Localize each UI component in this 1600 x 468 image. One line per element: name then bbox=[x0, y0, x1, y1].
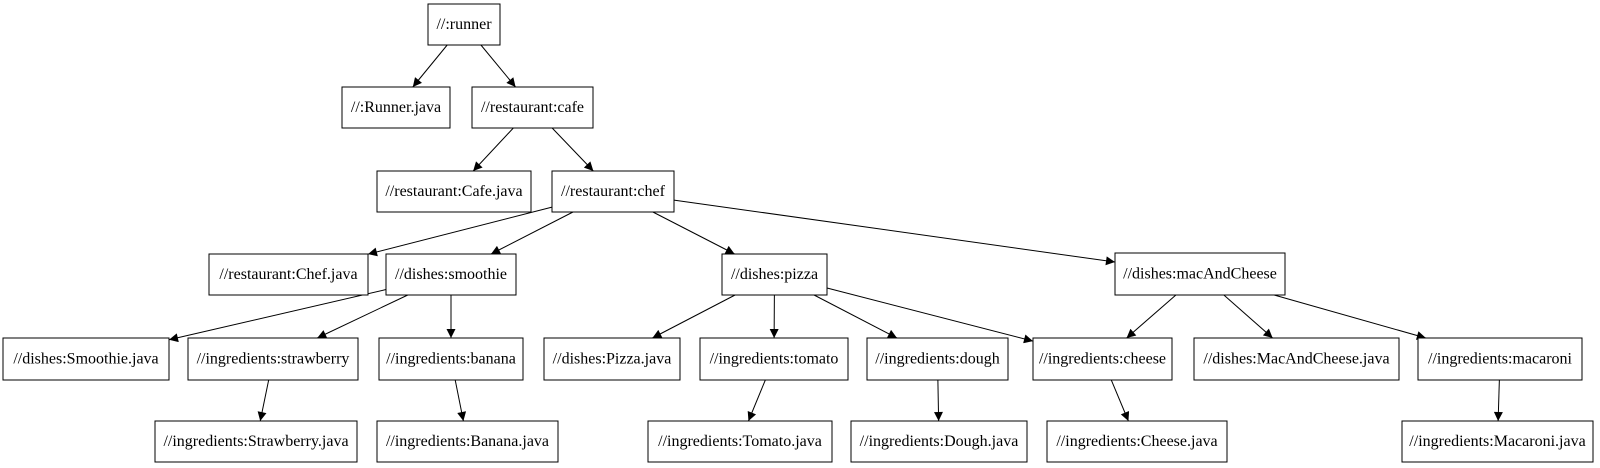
graph-node-chef: //restaurant:chef bbox=[551, 170, 675, 213]
node-label: //ingredients:tomato bbox=[710, 351, 839, 368]
node-box bbox=[187, 337, 359, 381]
node-box bbox=[850, 420, 1028, 463]
edge-pizza-to-dough bbox=[813, 294, 898, 339]
graph-node-cafe: //restaurant:cafe bbox=[471, 86, 594, 129]
node-box bbox=[1114, 252, 1286, 296]
node-box bbox=[341, 86, 451, 129]
node-label: //ingredients:Macaroni.java bbox=[1409, 433, 1585, 450]
edge-pizza-to-cheese bbox=[826, 287, 1034, 344]
node-box bbox=[376, 170, 532, 213]
graph-node-mac_and_cheese_java: //dishes:MacAndCheese.java bbox=[1193, 337, 1400, 381]
graph-node-chef_java: //restaurant:Chef.java bbox=[208, 253, 369, 296]
edge-macaroni-to-macaroni_java bbox=[1493, 379, 1503, 422]
node-label: //dishes:pizza bbox=[731, 266, 818, 283]
edge-chef-to-pizza bbox=[652, 211, 735, 255]
node-label: //ingredients:Dough.java bbox=[860, 433, 1019, 450]
node-box bbox=[866, 337, 1009, 381]
graph-node-mac_and_cheese: //dishes:macAndCheese bbox=[1114, 252, 1286, 296]
node-box bbox=[385, 253, 517, 296]
graph-node-smoothie: //dishes:smoothie bbox=[385, 253, 517, 296]
graph-node-pizza_java: //dishes:Pizza.java bbox=[543, 337, 681, 381]
node-box bbox=[1193, 337, 1400, 381]
node-label: //dishes:Pizza.java bbox=[553, 351, 672, 368]
node-label: //dishes:Smoothie.java bbox=[13, 351, 158, 368]
node-box bbox=[427, 3, 501, 46]
node-box bbox=[543, 337, 681, 381]
edge-cafe-to-cafe_java bbox=[472, 127, 514, 172]
graph-node-tomato: //ingredients:tomato bbox=[699, 337, 849, 381]
nodes-layer: //:runner //:Runner.java //restaurant:cafe… bbox=[2, 3, 1594, 463]
graph-node-cafe_java: //restaurant:Cafe.java bbox=[376, 170, 532, 213]
graph-node-strawberry_java: //ingredients:Strawberry.java bbox=[154, 420, 358, 463]
edge-chef-to-mac_and_cheese bbox=[673, 199, 1116, 266]
graph-node-macaroni: //ingredients:macaroni bbox=[1417, 337, 1583, 381]
node-label: //ingredients:strawberry bbox=[197, 351, 350, 368]
edge-chef-to-smoothie bbox=[490, 211, 574, 255]
node-label: //ingredients:dough bbox=[875, 351, 999, 368]
edge-runner-to-runner_java bbox=[412, 44, 448, 88]
edge-smoothie-to-smoothie_java bbox=[168, 289, 387, 343]
node-label: //restaurant:Cafe.java bbox=[385, 183, 522, 200]
node-box bbox=[1046, 420, 1228, 463]
node-label: //restaurant:cafe bbox=[481, 99, 584, 116]
graph-node-macaroni_java: //ingredients:Macaroni.java bbox=[1401, 420, 1594, 463]
node-box bbox=[471, 86, 594, 129]
graph-node-cheese: //ingredients:cheese bbox=[1032, 337, 1173, 381]
node-box bbox=[1032, 337, 1173, 381]
node-label: //:runner bbox=[436, 16, 492, 33]
graph-node-pizza: //dishes:pizza bbox=[721, 253, 828, 296]
node-box bbox=[378, 337, 524, 381]
node-box bbox=[1417, 337, 1583, 381]
node-label: //dishes:smoothie bbox=[395, 266, 507, 283]
edge-banana-to-banana_java bbox=[454, 379, 467, 422]
node-label: //dishes:MacAndCheese.java bbox=[1203, 351, 1389, 368]
node-label: //ingredients:macaroni bbox=[1428, 351, 1573, 368]
edge-pizza-to-pizza_java bbox=[652, 294, 736, 339]
graph-node-cheese_java: //ingredients:Cheese.java bbox=[1046, 420, 1228, 463]
edge-strawberry-to-strawberry_java bbox=[257, 379, 270, 422]
edge-smoothie-to-strawberry bbox=[317, 294, 409, 339]
node-box bbox=[551, 170, 675, 213]
node-box bbox=[2, 337, 170, 381]
edges-layer bbox=[168, 44, 1503, 422]
graph-node-banana_java: //ingredients:Banana.java bbox=[376, 420, 559, 463]
node-box bbox=[208, 253, 369, 296]
node-label: //ingredients:banana bbox=[386, 351, 516, 368]
node-box bbox=[376, 420, 559, 463]
edge-dough-to-dough_java bbox=[933, 379, 943, 422]
node-label: //dishes:macAndCheese bbox=[1123, 266, 1277, 283]
node-box bbox=[1401, 420, 1594, 463]
edge-runner-to-cafe bbox=[480, 44, 516, 88]
graph-node-banana: //ingredients:banana bbox=[378, 337, 524, 381]
edge-mac_and_cheese-to-mac_and_cheese_java bbox=[1223, 294, 1273, 339]
edge-chef-to-chef_java bbox=[367, 206, 553, 257]
graph-node-dough: //ingredients:dough bbox=[866, 337, 1009, 381]
edge-mac_and_cheese-to-cheese bbox=[1126, 294, 1177, 339]
edge-cheese-to-cheese_java bbox=[1110, 379, 1130, 422]
node-label: //ingredients:Cheese.java bbox=[1056, 433, 1217, 450]
node-label: //:Runner.java bbox=[351, 99, 441, 116]
graph-node-tomato_java: //ingredients:Tomato.java bbox=[647, 420, 833, 463]
node-label: //ingredients:Strawberry.java bbox=[163, 433, 348, 450]
node-label: //ingredients:Banana.java bbox=[386, 433, 549, 450]
graph-node-strawberry: //ingredients:strawberry bbox=[187, 337, 359, 381]
edge-cafe-to-chef bbox=[551, 127, 594, 172]
node-box bbox=[721, 253, 828, 296]
node-box bbox=[699, 337, 849, 381]
node-label: //restaurant:Chef.java bbox=[219, 266, 357, 283]
edge-mac_and_cheese-to-macaroni bbox=[1273, 294, 1427, 340]
node-label: //ingredients:Tomato.java bbox=[658, 433, 822, 450]
graph-node-dough_java: //ingredients:Dough.java bbox=[850, 420, 1028, 463]
edge-tomato-to-tomato_java bbox=[747, 379, 766, 422]
graph-node-runner: //:runner bbox=[427, 3, 501, 46]
node-box bbox=[154, 420, 358, 463]
node-box bbox=[647, 420, 833, 463]
graph-node-smoothie_java: //dishes:Smoothie.java bbox=[2, 337, 170, 381]
node-label: //ingredients:cheese bbox=[1039, 351, 1166, 368]
node-label: //restaurant:chef bbox=[561, 183, 666, 200]
graph-node-runner_java: //:Runner.java bbox=[341, 86, 451, 129]
